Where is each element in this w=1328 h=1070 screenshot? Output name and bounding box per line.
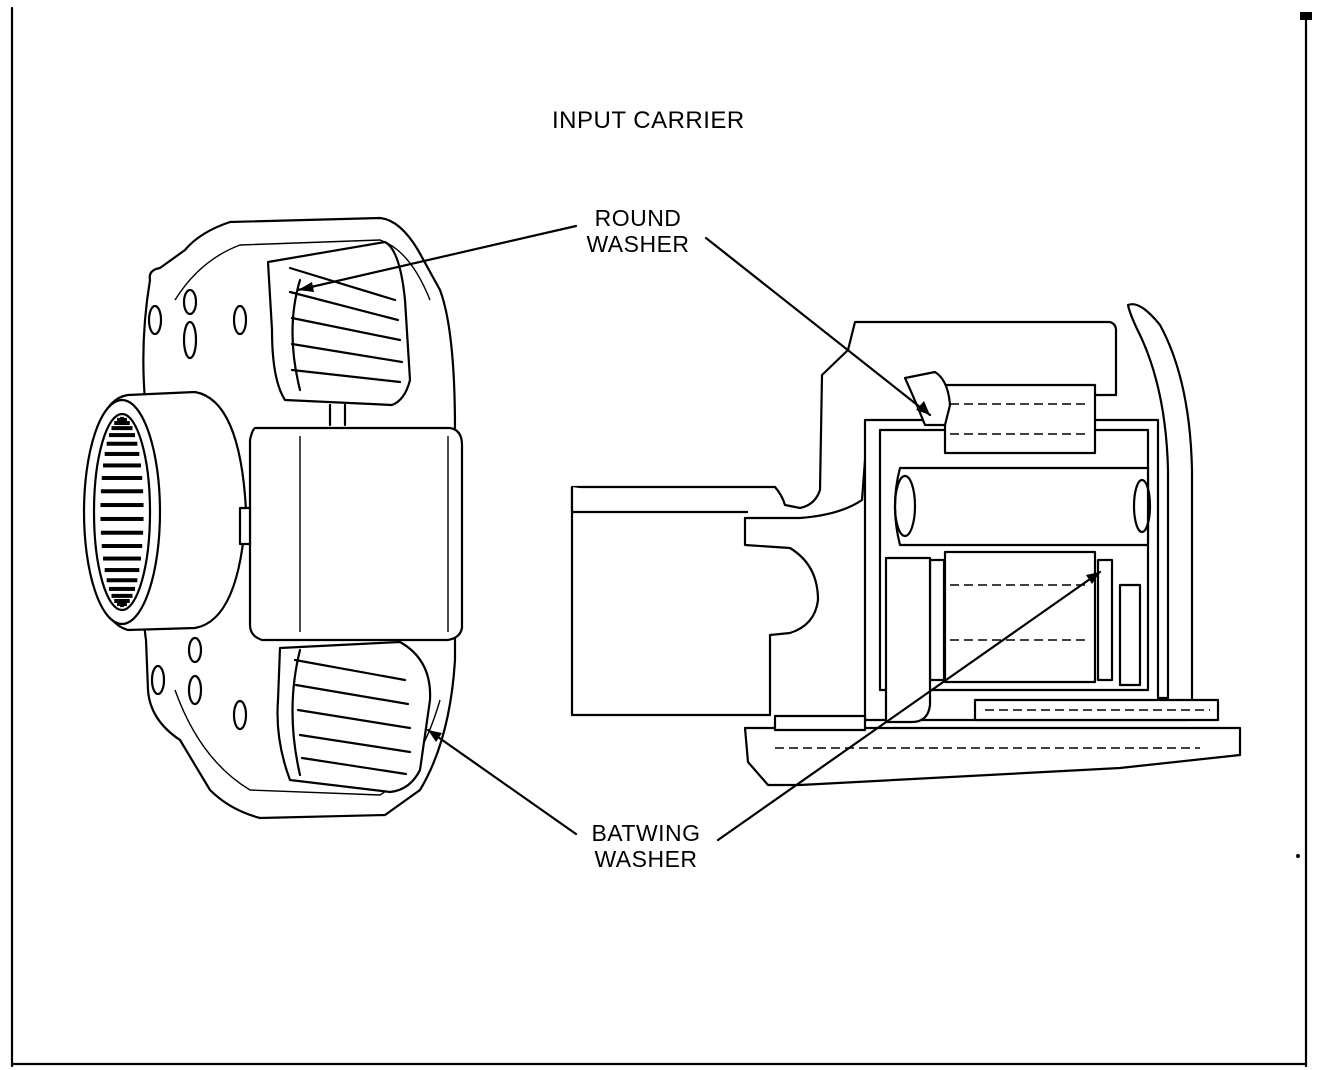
spline-tooth — [103, 463, 141, 468]
spline-tooth — [106, 441, 138, 446]
spline-tooth — [101, 544, 143, 549]
spline-tooth — [100, 530, 144, 535]
round-washer-label-line1: ROUND — [594, 205, 682, 231]
round-washer-label-line2: WASHER — [586, 231, 690, 257]
leader-round-washer-right — [704, 236, 932, 417]
spline-tooth — [103, 556, 141, 561]
round-washer-label: ROUND WASHER — [576, 205, 700, 257]
diagram-title: INPUT CARRIER — [552, 107, 745, 134]
round-washer-part — [903, 370, 952, 427]
spline-tooth — [101, 475, 143, 480]
upper-pinion-gear — [266, 240, 412, 427]
spline-tooth — [111, 426, 133, 431]
batwing-washer-label: BATWING WASHER — [576, 820, 716, 872]
leader-batwing-washer-right — [716, 570, 1102, 842]
leader-batwing-washer-left — [426, 728, 578, 836]
spline-tooth — [104, 451, 140, 456]
spline-tooth — [106, 578, 138, 583]
spline-tooth — [108, 586, 136, 591]
carrier-assembly-view — [82, 216, 464, 820]
carrier-bottom-flange — [743, 726, 1242, 787]
spline-tooth — [120, 603, 124, 608]
spline-tooth — [114, 598, 130, 603]
spline-tooth — [114, 421, 130, 426]
spline-tooth — [117, 417, 127, 422]
pinion-shaft — [893, 466, 1150, 547]
carrier-cross-section-view — [570, 303, 1242, 787]
carrier-center-block — [248, 426, 464, 642]
spline-tooth — [111, 593, 133, 598]
page-frame — [10, 6, 1312, 1068]
spline-tooth — [100, 516, 144, 521]
spline-tooth — [108, 433, 136, 438]
spline-tooth — [104, 568, 140, 573]
lower-pinion-gear — [276, 640, 432, 794]
batwing-washer-label-line1: BATWING — [591, 820, 701, 846]
input-spline-hub — [82, 390, 252, 632]
spline-tooth — [100, 503, 144, 508]
spline-tooth — [100, 489, 144, 494]
batwing-washer-label-line2: WASHER — [594, 846, 698, 872]
leader-round-washer-left — [296, 224, 578, 292]
leader-lines — [296, 224, 1102, 842]
